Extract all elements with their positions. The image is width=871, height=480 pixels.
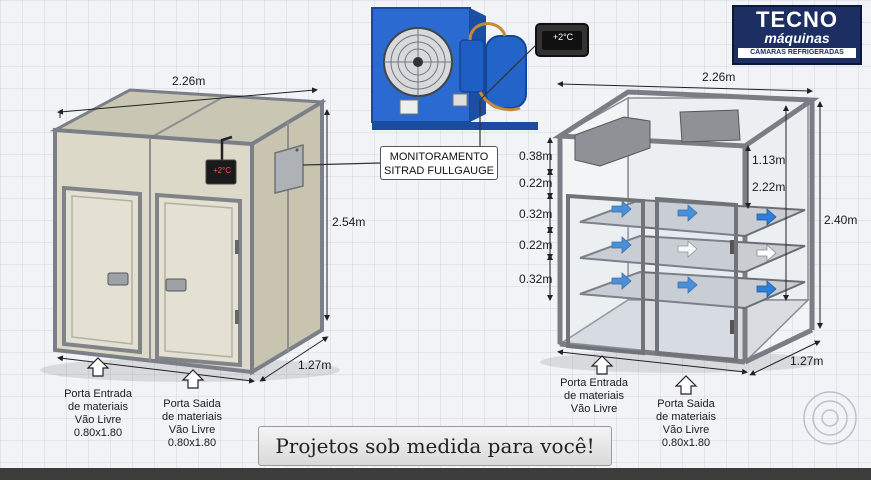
thermostat-display: +2°C (212, 166, 232, 175)
left-thermostat (205, 159, 237, 185)
logo-line-2: máquinas (764, 30, 830, 46)
right-dim-right-0: 1.13m (752, 153, 786, 167)
logo-line-1: TECNO (756, 7, 838, 32)
right-door-exit (655, 196, 738, 363)
right-depth-line (749, 340, 821, 376)
left-width-label: 2.26m (172, 74, 206, 88)
left-front-line (57, 355, 255, 384)
left-door-entry-caption: Porta Entrada de materiais Vão Livre 0.8… (64, 388, 132, 439)
airflow-arrow-icon (611, 200, 632, 218)
right-chamber (552, 89, 820, 365)
evaporator-left (574, 116, 651, 167)
left-chamber (49, 88, 327, 376)
decorative-circle-icon (803, 391, 857, 445)
controller-display: +2°C (552, 32, 574, 42)
up-arrow-icon (86, 357, 110, 377)
airflow-arrow-icon (677, 204, 698, 222)
logo-line-3: CÂMARAS REFRIGERADAS (738, 48, 856, 58)
left-height-label: 2.54m (332, 215, 366, 229)
right-width-line (557, 81, 813, 94)
left-depth-line (259, 336, 329, 382)
right-dim-left-0: 0.38m (519, 149, 553, 163)
up-arrow-icon (674, 375, 698, 395)
compressor (485, 35, 527, 109)
airflow-arrow-icon (611, 272, 632, 290)
right-width-label: 2.26m (702, 70, 736, 84)
leader-line (479, 44, 537, 101)
right-door-entry-caption: Porta Entrada de materiais Vão Livre (560, 377, 628, 415)
airflow-arrow-icon (756, 244, 777, 262)
left-door-exit-handle (165, 278, 187, 292)
bottom-bar (0, 468, 871, 480)
right-height-label: 2.40m (824, 213, 858, 227)
right-door-entry (566, 193, 645, 356)
right-depth-label: 1.27m (790, 354, 824, 368)
monitoring-label: MONITORAMENTO SITRAD FULLGAUGE (380, 146, 498, 180)
airflow-arrow-icon (677, 276, 698, 294)
left-door-exit-caption: Porta Saida de materiais Vão Livre 0.80x… (162, 398, 222, 449)
up-arrow-icon (590, 355, 614, 375)
condensing-unit (371, 7, 538, 130)
left-depth-label: 1.27m (298, 358, 332, 372)
left-door-entry-handle (107, 272, 129, 286)
monitoring-line-1: MONITORAMENTO (389, 151, 489, 163)
slogan-banner: Projetos sob medida para você! (258, 426, 612, 466)
left-electrical-box (274, 144, 304, 194)
left-width-line (57, 87, 318, 115)
airflow-arrow-icon (756, 208, 777, 226)
right-dim-left-4: 0.32m (519, 272, 553, 286)
airflow-arrow-icon (756, 280, 777, 298)
airflow-arrow-icon (677, 240, 698, 258)
brand-logo: TECNO máquinas CÂMARAS REFRIGERADAS (732, 5, 862, 65)
monitoring-line-2: SITRAD FULLGAUGE (383, 165, 495, 177)
airflow-arrow-icon (611, 236, 632, 254)
up-arrow-icon (181, 369, 205, 389)
right-door-exit-caption: Porta Saida de materiais Vão Livre 0.80x… (656, 398, 716, 449)
right-dim-left-1: 0.22m (519, 176, 553, 190)
right-dim-left-2: 0.32m (519, 207, 553, 221)
evaporator-right (679, 109, 741, 143)
right-dim-right-1: 2.22m (752, 180, 786, 194)
right-dim-left-3: 0.22m (519, 238, 553, 252)
leader-line (302, 162, 381, 166)
left-door-entry (62, 185, 142, 355)
